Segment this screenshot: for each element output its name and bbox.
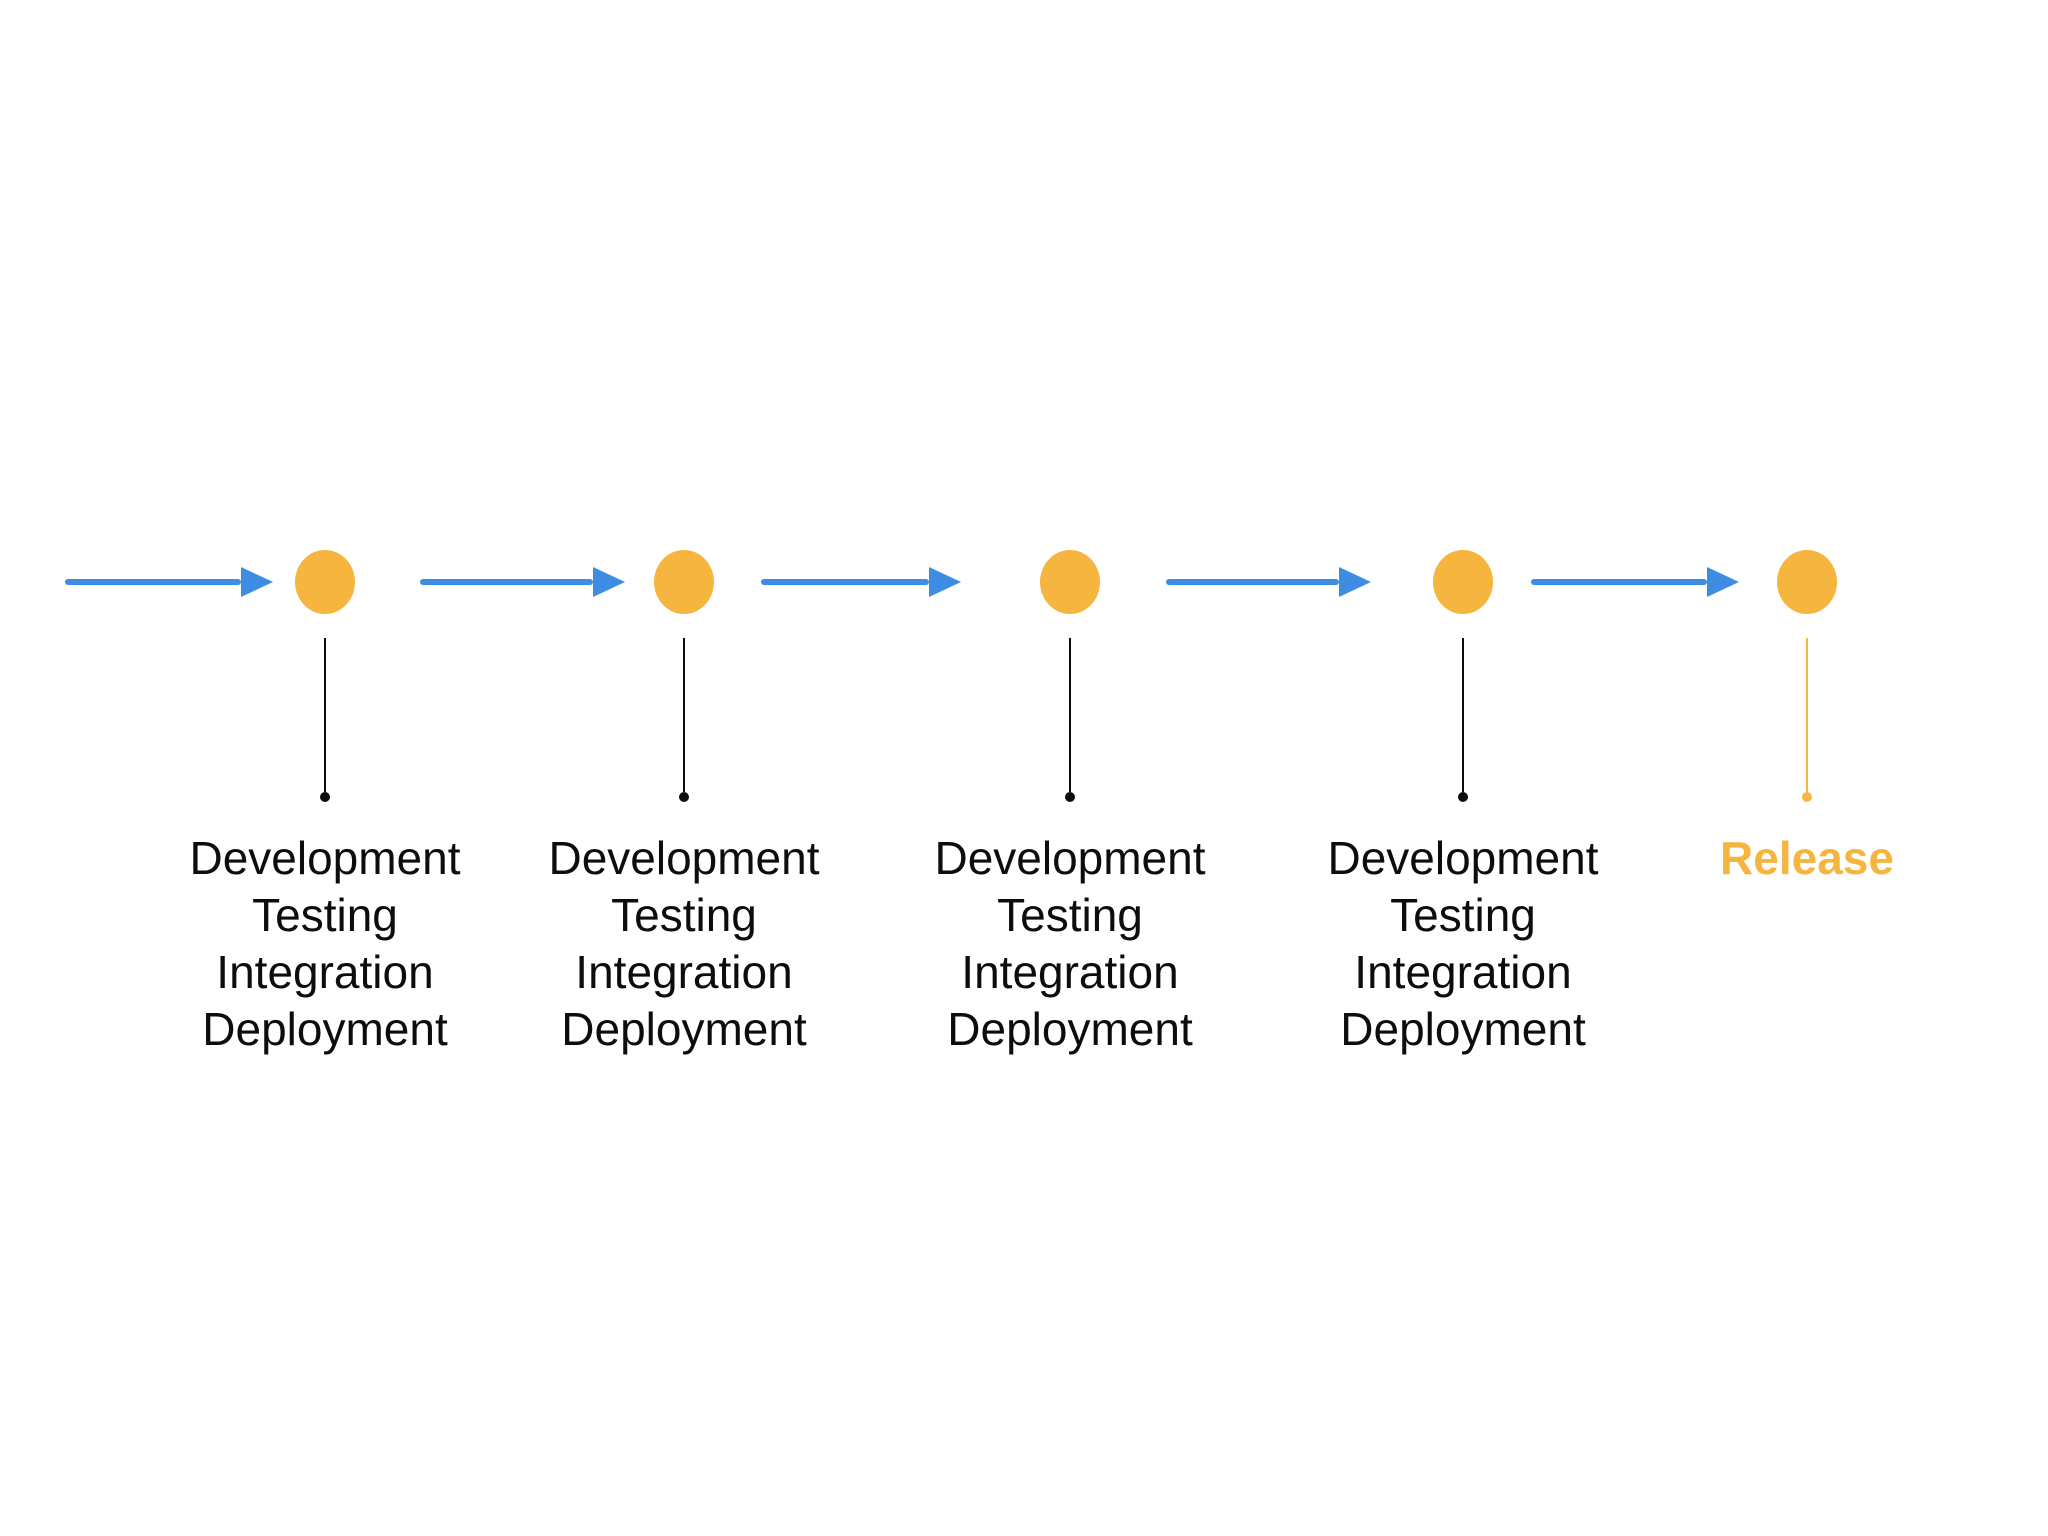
phase-label: Testing <box>252 889 398 941</box>
connector-dot-icon <box>679 792 689 802</box>
connector-line <box>1462 638 1464 792</box>
phase-label: Deployment <box>202 1003 448 1055</box>
arrow-shaft <box>420 579 593 585</box>
arrow-right-icon <box>761 566 961 598</box>
arrow-head <box>1707 567 1739 597</box>
arrow-shaft <box>761 579 929 585</box>
release-label: Release <box>1720 832 1894 884</box>
stage-node-icon <box>1433 550 1493 614</box>
phase-label: Development <box>1327 832 1599 884</box>
arrow-head <box>593 567 625 597</box>
arrow-right-icon <box>1531 566 1739 598</box>
phase-label: Integration <box>575 946 793 998</box>
arrow-right-icon <box>65 566 273 598</box>
arrow-head <box>929 567 961 597</box>
phase-label: Development <box>934 832 1206 884</box>
connector-dot-icon <box>320 792 330 802</box>
arrow-shaft <box>65 579 241 585</box>
connector-line <box>1806 638 1808 792</box>
phase-label: Development <box>548 832 820 884</box>
connector-line <box>1069 638 1071 792</box>
phase-label: Integration <box>1354 946 1572 998</box>
connector-dot-icon <box>1802 792 1812 802</box>
arrow-right-icon <box>420 566 625 598</box>
arrow-head <box>1339 567 1371 597</box>
stage-label: Development Testing Integration Deployme… <box>1283 830 1643 1058</box>
connector-dot-icon <box>1065 792 1075 802</box>
phase-label: Testing <box>1390 889 1536 941</box>
release-node-icon <box>1777 550 1837 614</box>
connector-dot-icon <box>1458 792 1468 802</box>
arrow-right-icon <box>1166 566 1371 598</box>
phase-label: Deployment <box>947 1003 1193 1055</box>
connector-line <box>683 638 685 792</box>
phase-label: Deployment <box>561 1003 807 1055</box>
phase-label: Testing <box>611 889 757 941</box>
phase-label: Integration <box>961 946 1179 998</box>
stage-label: Development Testing Integration Deployme… <box>145 830 505 1058</box>
arrow-shaft <box>1166 579 1339 585</box>
stage-node-icon <box>1040 550 1100 614</box>
stage-node-icon <box>654 550 714 614</box>
arrow-head <box>241 567 273 597</box>
stage-label: Development Testing Integration Deployme… <box>504 830 864 1058</box>
phase-label: Testing <box>997 889 1143 941</box>
stage-node-icon <box>295 550 355 614</box>
phase-label: Development <box>189 832 461 884</box>
phase-label: Integration <box>216 946 434 998</box>
arrow-shaft <box>1531 579 1707 585</box>
connector-line <box>324 638 326 792</box>
stage-label: Development Testing Integration Deployme… <box>890 830 1250 1058</box>
phase-label: Deployment <box>1340 1003 1586 1055</box>
